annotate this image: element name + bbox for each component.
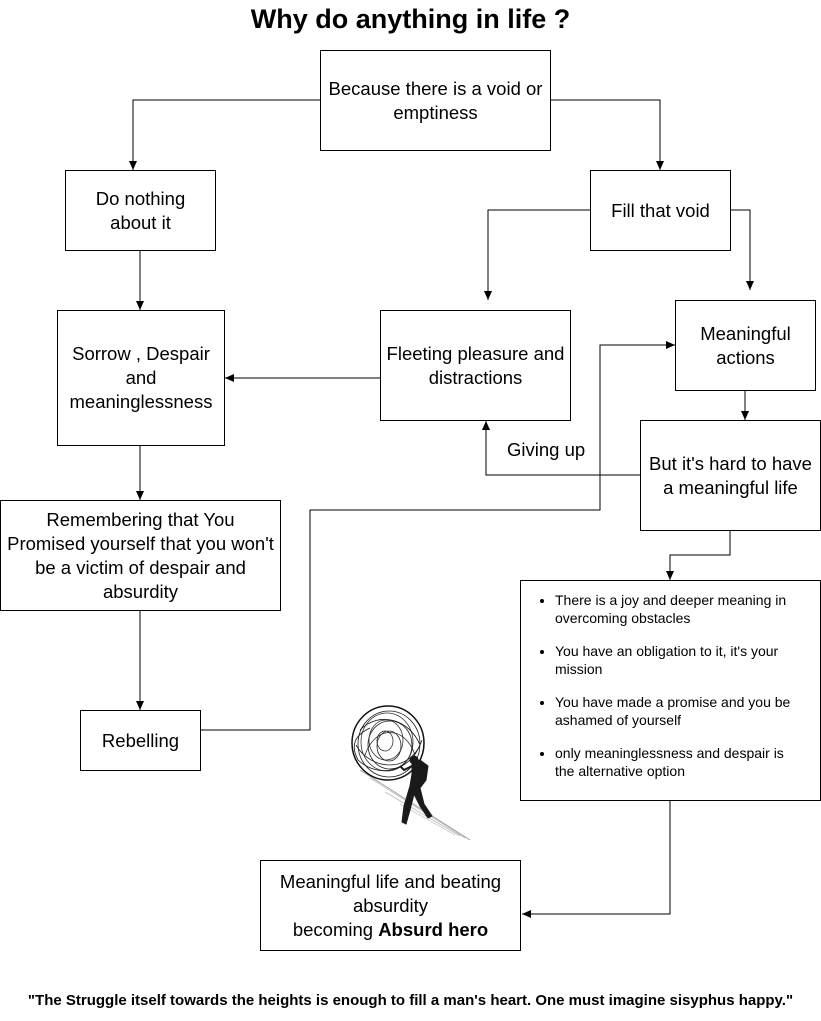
node-void: Because there is a void or emptiness bbox=[320, 50, 551, 151]
edge-fill-void-to-meaningful-actions bbox=[730, 209, 754, 290]
node-final: Meaningful life and beating absurdity be… bbox=[260, 860, 521, 951]
node-final-prefix: becoming bbox=[292, 918, 379, 940]
node-void-label: Because there is a void or emptiness bbox=[328, 77, 543, 123]
reason-item: You have an obligation to it, it's your … bbox=[555, 642, 806, 678]
reason-item: There is a joy and deeper meaning in ove… bbox=[555, 591, 806, 627]
node-meaningful-actions: Meaningful actions bbox=[675, 300, 816, 391]
node-final-bold: Absurd hero bbox=[378, 918, 489, 940]
footer-quote: "The Struggle itself towards the heights… bbox=[27, 992, 794, 1009]
node-final-line1: Meaningful life and beating absurdity bbox=[279, 870, 502, 916]
node-fill-void: Fill that void bbox=[590, 170, 731, 251]
node-hard: But it's hard to have a meaningful life bbox=[640, 420, 821, 531]
sisyphus-illustration bbox=[351, 705, 471, 841]
node-remembering: Remembering that You Promised yourself t… bbox=[0, 500, 281, 611]
node-sorrow: Sorrow , Despair and meaninglessness bbox=[57, 310, 225, 446]
edge-hard-giving-up-to-fleeting bbox=[482, 421, 640, 476]
node-fill-void-label: Fill that void bbox=[611, 199, 710, 221]
node-rebelling-label: Rebelling bbox=[101, 729, 180, 751]
node-do-nothing-label: Do nothing about it bbox=[95, 187, 186, 233]
node-rebelling: Rebelling bbox=[80, 710, 201, 771]
edge-fill-void-to-fleeting bbox=[484, 209, 590, 300]
reasons-box: There is a joy and deeper meaning in ove… bbox=[520, 580, 821, 801]
edge-void-to-fill-void bbox=[550, 99, 664, 170]
reason-item: only meaninglessness and despair is the … bbox=[555, 744, 806, 780]
edge-label-giving-up: Giving up bbox=[507, 439, 586, 461]
diagram-title: Why do anything in life ? bbox=[250, 4, 571, 34]
node-fleeting-label: Fleeting pleasure and distractions bbox=[386, 342, 565, 388]
reason-item: You have made a promise and you be asham… bbox=[555, 693, 806, 729]
edge-reasons-to-final bbox=[522, 800, 671, 918]
node-meaningful-actions-label: Meaningful actions bbox=[700, 322, 791, 368]
reasons-list: There is a joy and deeper meaning in ove… bbox=[521, 581, 820, 780]
edge-void-to-do-nothing bbox=[129, 99, 320, 170]
node-sorrow-label: Sorrow , Despair and meaninglessness bbox=[69, 343, 213, 412]
node-do-nothing: Do nothing about it bbox=[65, 170, 216, 251]
edge-hard-to-reasons bbox=[666, 530, 731, 580]
node-final-text: Meaningful life and beating absurdity be… bbox=[265, 870, 516, 942]
node-remembering-label: Remembering that You Promised yourself t… bbox=[7, 508, 274, 602]
node-fleeting: Fleeting pleasure and distractions bbox=[380, 310, 571, 421]
edge-rebelling-to-meaningful-actions bbox=[200, 341, 675, 731]
node-final-line2: becoming Absurd hero bbox=[265, 918, 516, 942]
node-hard-label: But it's hard to have a meaningful life bbox=[649, 452, 812, 498]
